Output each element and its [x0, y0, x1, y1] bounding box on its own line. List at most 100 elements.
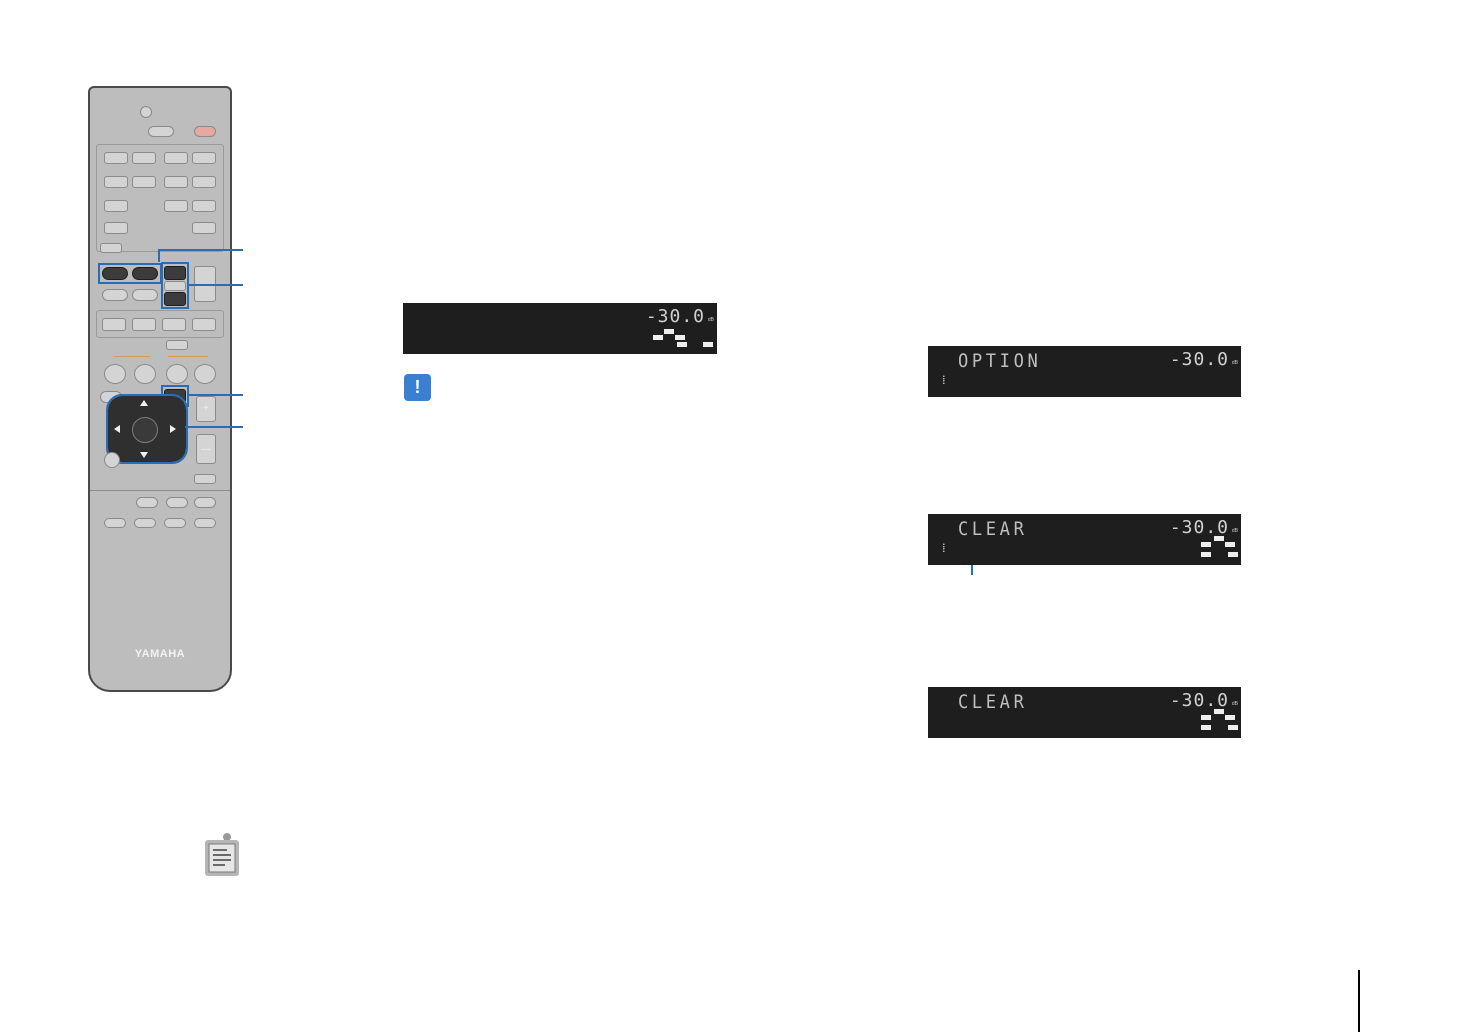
- speaker-indicator-surround-left: [1201, 552, 1211, 557]
- volume-readout: -30.0: [1169, 517, 1229, 538]
- volume-readout: -30.0: [645, 306, 705, 327]
- volume-unit: dB: [707, 317, 714, 323]
- play-button[interactable]: [194, 497, 216, 508]
- brand-logo: YAMAHA: [134, 648, 186, 660]
- divider: [168, 356, 208, 357]
- speaker-indicator-right: [675, 335, 685, 340]
- receiver-power-button[interactable]: [194, 126, 216, 137]
- hdmi4-button[interactable]: [192, 152, 216, 164]
- tuning-down-button[interactable]: [164, 292, 186, 306]
- callout-line-2: [187, 284, 243, 286]
- enter-button[interactable]: [132, 417, 158, 443]
- front-display-3: CLEAR -30.0 dB ⁞: [928, 514, 1241, 565]
- callout-line-4: [185, 426, 243, 428]
- cursor-indicator-icon: ⁞: [942, 373, 946, 388]
- input-button-group: [96, 144, 224, 252]
- stop-button[interactable]: [136, 497, 158, 508]
- hdmi1-button[interactable]: [104, 152, 128, 164]
- mute-button[interactable]: [194, 474, 216, 484]
- speaker-indicator-surround-left: [1201, 725, 1211, 730]
- rewind-button[interactable]: [104, 518, 126, 528]
- cursor-down-button[interactable]: [140, 452, 148, 458]
- callout-line-1: [160, 249, 243, 251]
- hdmi2-button[interactable]: [132, 152, 156, 164]
- mode-button-1[interactable]: [104, 364, 126, 384]
- speaker-indicator-center: [1214, 536, 1224, 541]
- cursor-indicator-icon: ⁞: [942, 541, 946, 556]
- preset-left-button[interactable]: [102, 267, 128, 280]
- speaker-indicator-left: [653, 335, 663, 340]
- volume-up-button[interactable]: +: [196, 396, 216, 422]
- remote-control: + — YAMAHA: [88, 86, 232, 692]
- tuning-buttons-highlight: [161, 262, 189, 309]
- front-display-1: -30.0 dB: [403, 303, 717, 354]
- fast-forward-button[interactable]: [194, 518, 216, 528]
- speaker-indicator-left: [1201, 542, 1211, 547]
- callout-line-1-vertical: [158, 249, 160, 262]
- display-text: CLEAR: [958, 518, 1028, 540]
- speaker-indicator-surround-right: [1228, 725, 1238, 730]
- preset-buttons-highlight: [98, 263, 162, 284]
- speaker-indicator-center: [1214, 709, 1224, 714]
- tuning-up-button[interactable]: [164, 266, 186, 280]
- divider: [114, 356, 150, 357]
- scene-group: [96, 310, 224, 338]
- speaker-indicator-center: [664, 329, 674, 334]
- mode-button-2[interactable]: [134, 364, 156, 384]
- hdmi3-button[interactable]: [164, 152, 188, 164]
- speaker-indicator-right: [1225, 542, 1235, 547]
- page-edge-rule: [1358, 970, 1360, 1032]
- am-button[interactable]: [192, 200, 216, 212]
- callout-line-3: [187, 394, 243, 396]
- scene4-button[interactable]: [192, 318, 216, 331]
- volume-unit: dB: [1231, 701, 1238, 707]
- mode-button-3[interactable]: [166, 364, 188, 384]
- fm-button[interactable]: [164, 200, 188, 212]
- display-pointer: [971, 565, 973, 575]
- display-text: OPTION: [958, 350, 1042, 372]
- volume-unit: dB: [1231, 360, 1238, 366]
- info-button[interactable]: [100, 243, 122, 253]
- return-button[interactable]: [104, 452, 120, 468]
- net-button[interactable]: [192, 222, 216, 234]
- aux-button[interactable]: [104, 200, 128, 212]
- speaker-indicator-surround-left: [677, 342, 687, 347]
- tuning-middle-button[interactable]: [164, 281, 186, 291]
- skip-back-button[interactable]: [134, 518, 156, 528]
- scene1-button[interactable]: [102, 318, 126, 331]
- skip-forward-button[interactable]: [164, 518, 186, 528]
- volume-down-button[interactable]: —: [196, 434, 216, 464]
- speaker-indicator-surround-right: [703, 342, 713, 347]
- volume-readout: -30.0: [1169, 349, 1229, 370]
- speaker-indicator-left: [1201, 715, 1211, 720]
- display-text: CLEAR: [958, 691, 1028, 713]
- transmitter-icon: [140, 106, 152, 118]
- speaker-indicator-surround-right: [1228, 552, 1238, 557]
- source-power-button[interactable]: [148, 126, 174, 137]
- speaker-indicator-right: [1225, 715, 1235, 720]
- cursor-right-button[interactable]: [170, 425, 176, 433]
- scene3-button[interactable]: [162, 318, 186, 331]
- pause-button[interactable]: [166, 497, 188, 508]
- scene2-button[interactable]: [132, 318, 156, 331]
- sound-mode-button[interactable]: [166, 340, 188, 350]
- mode-button-4[interactable]: [194, 364, 216, 384]
- volume-readout: -30.0: [1169, 690, 1229, 711]
- preset-right-button[interactable]: [132, 267, 158, 280]
- cursor-up-button[interactable]: [140, 400, 148, 406]
- search-button[interactable]: [132, 289, 158, 301]
- caution-icon: !: [404, 374, 431, 401]
- audio2-button[interactable]: [192, 176, 216, 188]
- volume-unit: dB: [1231, 528, 1238, 534]
- av1-button[interactable]: [104, 176, 128, 188]
- front-display-2: OPTION -30.0 dB ⁞: [928, 346, 1241, 397]
- av2-button[interactable]: [132, 176, 156, 188]
- divider: [90, 490, 230, 491]
- usb-button[interactable]: [104, 222, 128, 234]
- note-icon: [205, 833, 239, 876]
- front-display-4: CLEAR -30.0 dB: [928, 687, 1241, 738]
- cursor-pad-highlight: [106, 394, 188, 464]
- cursor-left-button[interactable]: [114, 425, 120, 433]
- audio1-button[interactable]: [164, 176, 188, 188]
- band-button[interactable]: [102, 289, 128, 301]
